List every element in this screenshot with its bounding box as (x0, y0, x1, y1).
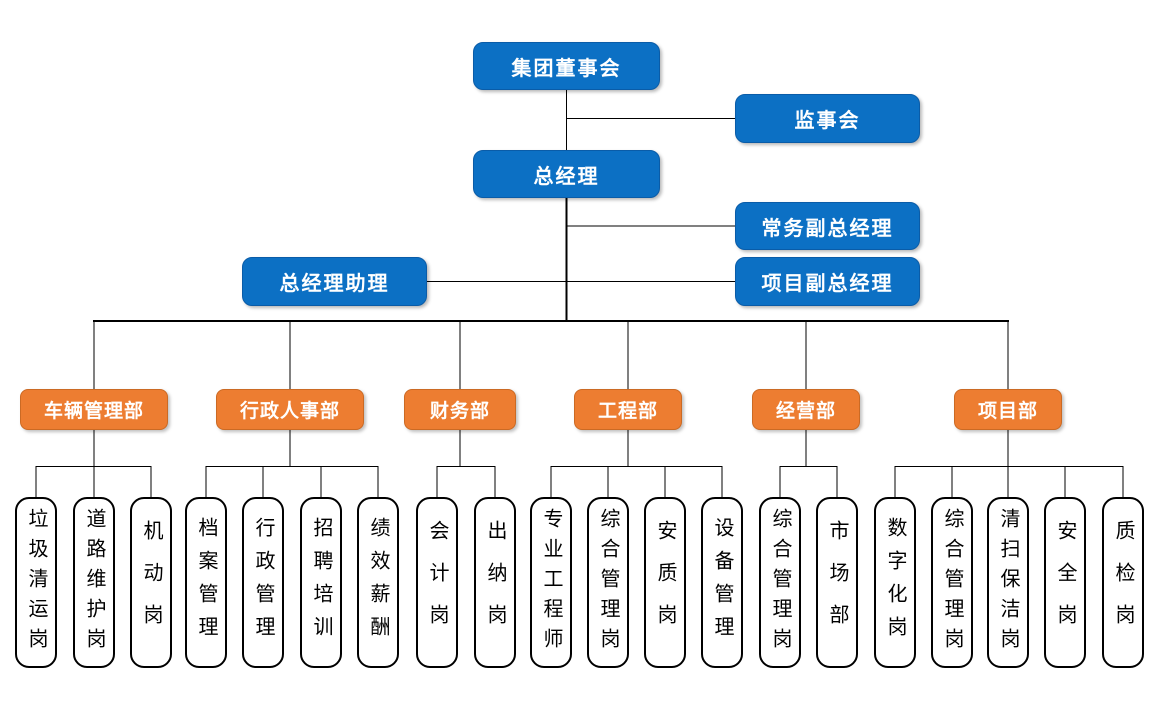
position-node: 安质岗 (644, 497, 686, 668)
position-label: 绩效薪酬 (367, 516, 389, 649)
position-label: 市场部 (826, 519, 848, 646)
position-label: 清扫保洁岗 (997, 507, 1019, 658)
node-supervisory-board: 监事会 (735, 94, 920, 143)
node-executive-deputy-gm: 常务副总经理 (735, 202, 920, 250)
position-node: 数字化岗 (874, 497, 916, 668)
position-node: 会计岗 (416, 497, 458, 668)
position-node: 综合管理岗 (931, 497, 973, 668)
position-label: 招聘培训 (310, 516, 332, 649)
position-label: 设备管理 (711, 516, 733, 649)
position-node: 垃圾清运岗 (15, 497, 57, 668)
position-node: 行政管理 (242, 497, 284, 668)
position-label: 出纳岗 (484, 519, 506, 646)
position-label: 安质岗 (654, 519, 676, 646)
node-dept-project: 项目部 (954, 389, 1062, 430)
position-node: 质检岗 (1102, 497, 1144, 668)
position-label: 质检岗 (1112, 519, 1134, 646)
position-label: 机动岗 (140, 519, 162, 646)
position-label: 数字化岗 (884, 516, 906, 649)
position-node: 安全岗 (1044, 497, 1086, 668)
position-node: 综合管理岗 (759, 497, 801, 668)
position-label: 专业工程师 (540, 507, 562, 658)
position-label: 垃圾清运岗 (25, 507, 47, 658)
node-dept-admin-hr: 行政人事部 (216, 389, 364, 430)
position-node: 招聘培训 (300, 497, 342, 668)
node-dept-vehicle-management: 车辆管理部 (20, 389, 168, 430)
position-label: 综合管理岗 (597, 507, 619, 658)
position-label: 行政管理 (252, 516, 274, 649)
position-label: 会计岗 (426, 519, 448, 646)
node-group-board: 集团董事会 (473, 42, 660, 90)
position-node: 设备管理 (701, 497, 743, 668)
position-label: 安全岗 (1054, 519, 1076, 646)
node-dept-operations: 经营部 (752, 389, 860, 430)
node-general-manager: 总经理 (473, 150, 660, 198)
position-node: 绩效薪酬 (357, 497, 399, 668)
position-node: 综合管理岗 (587, 497, 629, 668)
node-dept-engineering: 工程部 (574, 389, 682, 430)
position-label: 综合管理岗 (769, 507, 791, 658)
position-node: 档案管理 (185, 497, 227, 668)
position-label: 综合管理岗 (941, 507, 963, 658)
position-node: 道路维护岗 (73, 497, 115, 668)
node-project-deputy-gm: 项目副总经理 (735, 257, 920, 306)
position-label: 档案管理 (195, 516, 217, 649)
position-label: 道路维护岗 (83, 507, 105, 658)
position-node: 机动岗 (130, 497, 172, 668)
node-gm-assistant: 总经理助理 (242, 257, 427, 306)
node-dept-finance: 财务部 (404, 389, 516, 430)
position-node: 清扫保洁岗 (987, 497, 1029, 668)
position-node: 出纳岗 (474, 497, 516, 668)
position-node: 专业工程师 (530, 497, 572, 668)
position-node: 市场部 (816, 497, 858, 668)
